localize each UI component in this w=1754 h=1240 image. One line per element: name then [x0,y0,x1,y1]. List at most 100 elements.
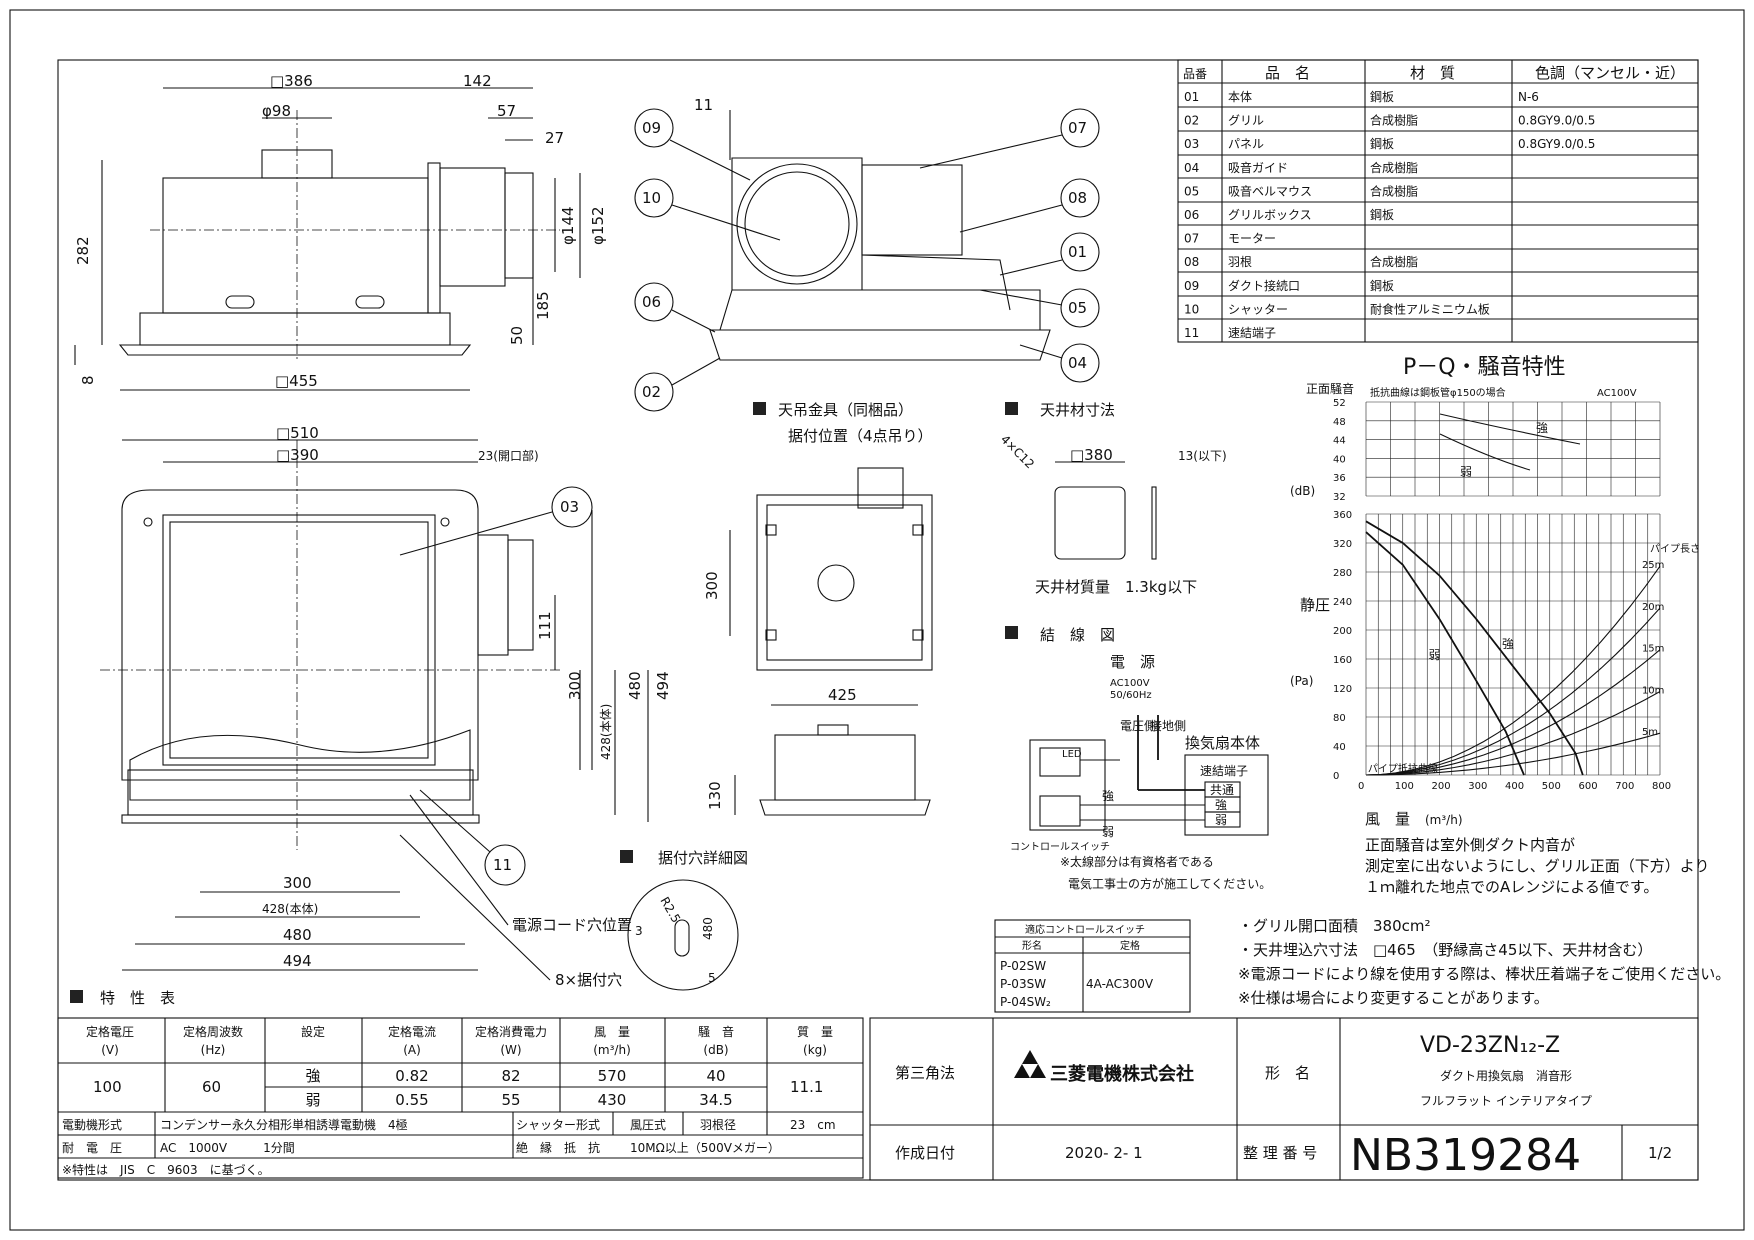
switch-h2: 定格 [1120,939,1140,952]
pq-pipe: パイプ長さ [1650,543,1700,555]
parts-cell: 10 [1184,302,1199,316]
dim-142: 142 [463,72,492,90]
char-footnote: ※特性は JIS C 9603 に基づく。 [62,1162,270,1177]
parts-cell: モーター [1228,232,1276,246]
wiring-diagram: 結 線 図 電 源 AC100V 50/60Hz 電圧側 接地側 LED コント… [1005,626,1271,891]
noise-tick: 40 [1333,454,1346,465]
callout-02: 02 [642,383,661,401]
wiring-switch: コントロールスイッチ [1010,841,1110,853]
parts-header-name: 品 名 [1265,64,1310,82]
parts-cell: 吸音ガイド [1228,160,1288,175]
char-header: 定格消費電力 [475,1024,547,1039]
q-tick: 500 [1542,781,1561,792]
char-header: 設定 [301,1024,325,1039]
parts-cell: パネル [1228,137,1264,151]
pipe-mark: 20m [1642,602,1664,613]
pq-static-unit: (Pa) [1290,674,1313,688]
dim-428-v: 428(本体) [599,704,613,760]
parts-cell: 羽根 [1228,255,1252,269]
wiring-note1: ※太線部分は有資格者である [1060,854,1214,869]
q-tick: 700 [1615,781,1634,792]
callout-09: 09 [642,119,661,137]
title-page: 1/2 [1648,1144,1672,1162]
char-header-unit: (W) [500,1043,521,1057]
char-header: 定格周波数 [183,1024,243,1039]
char-cell: 82 [501,1067,520,1085]
wiring-terminal: 速結端子 [1200,764,1248,778]
pq-weak: 弱 [1428,648,1440,662]
char-header: 定格電圧 [86,1024,134,1039]
hanger-dim-300: 300 [703,571,721,600]
parts-cell: N-6 [1518,90,1539,104]
pipe-mark: 10m [1642,685,1664,696]
parts-cell: 吸音ベルマウス [1228,183,1312,198]
spec-notes: ・グリル開口面積 380cm² ・天井埋込穴寸法 □465 （野縁高さ45以下、… [1238,917,1730,1007]
char-blade-label: 羽根径 [700,1118,736,1132]
wiring-strong-label: 強 [1102,789,1114,803]
side-view: □386 142 φ98 57 27 282 φ144 φ152 185 50 … [74,72,607,391]
switch-model-1: P-02SW [1000,959,1046,973]
callout-04: 04 [1068,354,1087,372]
wiring-title: 結 線 図 [1040,626,1115,644]
dim-480-h: 480 [283,926,312,944]
mount-holes: 8×据付穴 [555,971,622,989]
q-tick: 300 [1468,781,1487,792]
dim-8: 8 [79,375,97,385]
pq-static-label: 静圧 [1300,596,1330,614]
dim-282: 282 [74,236,92,265]
pa-tick: 320 [1333,539,1352,550]
char-voltage: 100 [93,1078,122,1096]
parts-cell: 03 [1184,137,1199,151]
wiring-weak: 弱 [1215,813,1227,827]
pq-resist: パイプ抵抗曲線 [1368,762,1438,775]
char-header-unit: (A) [403,1043,421,1057]
callout-11: 11 [493,856,512,874]
pa-tick: 40 [1333,742,1346,753]
spec-note-2: ・天井埋込穴寸法 □465 （野縁高さ45以下、天井材含む） [1238,941,1652,959]
callout-05: 05 [1068,299,1087,317]
pq-curve-note: 抵抗曲線は鋼板管φ150の場合 [1370,386,1506,399]
hanger-view: 天吊金具（同梱品） 据付位置（4点吊り） 300 425 130 [703,401,933,816]
title-company: 三菱電機株式会社 [1050,1063,1194,1085]
char-header-unit: (dB) [703,1043,728,1057]
char-cell: 34.5 [699,1091,732,1109]
pa-tick: 160 [1333,655,1352,666]
dim-50: 50 [508,326,526,345]
callout-08: 08 [1068,189,1087,207]
noise-tick: 48 [1333,417,1346,428]
parts-cell: 04 [1184,161,1199,175]
hanger-sub: 据付位置（4点吊り） [788,427,933,445]
parts-cell: 鋼板 [1370,208,1394,222]
q-tick: 400 [1505,781,1524,792]
callout-10: 10 [642,189,661,207]
mount-d480: 480 [701,917,715,940]
char-header-unit: (kg) [803,1043,827,1057]
parts-cell: ダクト接続口 [1228,278,1300,293]
pa-tick: 0 [1333,771,1339,782]
char-header-unit: (m³/h) [593,1043,631,1057]
dim-455: □455 [275,372,318,390]
dim-98: φ98 [262,102,291,120]
char-cell: 弱 [305,1091,320,1109]
parts-cell: 06 [1184,208,1199,222]
parts-cell: 0.8GY9.0/0.5 [1518,114,1595,128]
q-tick: 600 [1579,781,1598,792]
parts-cell: 07 [1184,232,1199,246]
pq-note-1: 正面騒音は室外側ダクト内音が [1365,836,1575,854]
pq-noise-label: 正面騒音 [1306,381,1354,396]
ceiling-view: 天井材寸法 4×C12 □380 13(以下) 天井材質量 1.3kg以下 [998,401,1227,596]
noise-tick: 52 [1333,398,1346,409]
title-num-label: 整 理 番 号 [1243,1144,1317,1162]
parts-cell: 08 [1184,255,1199,269]
char-cell: 430 [598,1091,627,1109]
noise-strong: 強 [1536,421,1548,435]
switch-model-3: P-04SW₂ [1000,995,1051,1009]
dim-510: □510 [276,424,319,442]
wiring-strong: 強 [1215,798,1227,812]
q-tick: 100 [1395,781,1414,792]
title-model: VD-23ZN₁₂-Z [1420,1033,1560,1058]
parts-cell: シャッター [1228,302,1288,316]
switch-rating: 4A-AC300V [1086,977,1154,991]
spec-note-1: ・グリル開口面積 380cm² [1238,917,1431,935]
